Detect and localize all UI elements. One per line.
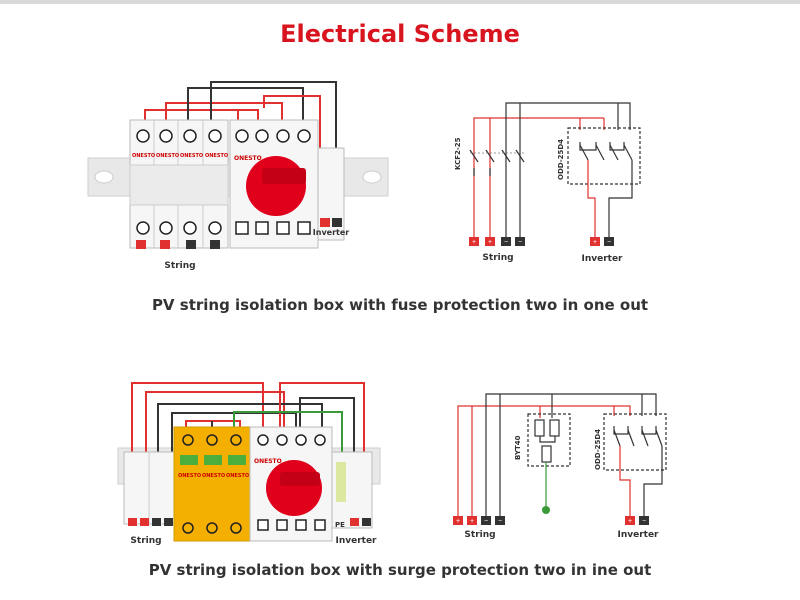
scheme1-photo: ONESTO ONESTO ONESTO ONESTO ONESTO Strin… xyxy=(87,81,389,271)
pe-label: PE xyxy=(335,521,345,529)
terminal-minus-sign: − xyxy=(498,518,502,525)
fuse-brand-4: ONESTO xyxy=(205,153,228,159)
spd-brand-3: ONESTO xyxy=(226,473,249,479)
terminal-minus-sign: − xyxy=(518,239,522,246)
terminal-plus-sign: + xyxy=(628,518,632,525)
wire-plus xyxy=(144,109,259,125)
terminal-plus-sign: + xyxy=(488,239,492,246)
wire-minus xyxy=(187,87,304,125)
isolator-handle-2 xyxy=(266,460,322,516)
scheme1-diagram-inverter-label: Inverter xyxy=(581,254,623,264)
scheme2-photo-inverter-label: Inverter xyxy=(335,536,377,546)
terminal-plus-sign: + xyxy=(456,518,460,525)
scheme2-photo: ONESTO ONESTO ONESTO ONESTO PE String In… xyxy=(117,382,381,546)
terminal-minus-sign: − xyxy=(504,239,508,246)
switch2-model-label: ODD-25D4 xyxy=(594,429,602,470)
switch2-dashed-box xyxy=(603,413,667,471)
page-title: Electrical Scheme xyxy=(280,20,520,48)
terminal-plus-sign: + xyxy=(470,518,474,525)
isolator-handle xyxy=(246,156,306,216)
switch-dashed-box xyxy=(567,127,641,185)
scheme1-photo-inverter-label: Inverter xyxy=(313,228,350,237)
terminal-plus-sign: + xyxy=(593,239,597,246)
scheme2-photo-string-label: String xyxy=(130,536,161,546)
fuse-brand-2: ONESTO xyxy=(156,153,179,159)
scheme2-wiring-diagram: BYT40 ODD-25D4 + + − − + − String Invert… xyxy=(453,393,667,540)
terminal-minus-sign: − xyxy=(642,518,646,525)
fuse-brand-3: ONESTO xyxy=(180,153,203,159)
spd-brand-1: ONESTO xyxy=(178,473,201,479)
fuse-brand-1: ONESTO xyxy=(132,153,155,159)
scheme1-diagram-string-label: String xyxy=(482,253,513,263)
switch-model-label: ODD-25D4 xyxy=(557,139,565,180)
spd-brand-2: ONESTO xyxy=(202,473,225,479)
scheme2-diagram-inverter-label: Inverter xyxy=(617,530,659,540)
terminal-minus-sign: − xyxy=(484,518,488,525)
scheme2-caption: PV string isolation box with surge prote… xyxy=(148,561,652,579)
scheme1-wiring-diagram: KCF2-25 ODD-25D4 + + − − + − String Inve… xyxy=(454,102,641,264)
fuse-model-label: KCF2-25 xyxy=(454,137,462,170)
scheme2-diagram-string-label: String xyxy=(464,530,495,540)
switch2-brand: ONESTO xyxy=(254,458,282,465)
top-border xyxy=(0,0,800,4)
scheme1-caption: PV string isolation box with fuse protec… xyxy=(151,296,649,314)
switch-brand: ONESTO xyxy=(234,155,262,162)
scheme1-photo-string-label: String xyxy=(164,261,195,271)
terminal-minus-sign: − xyxy=(607,239,611,246)
terminal-plus-sign: + xyxy=(472,239,476,246)
spd-dashed-box xyxy=(527,413,571,467)
spd-model-label: BYT40 xyxy=(514,435,522,460)
ground-icon xyxy=(542,506,550,514)
